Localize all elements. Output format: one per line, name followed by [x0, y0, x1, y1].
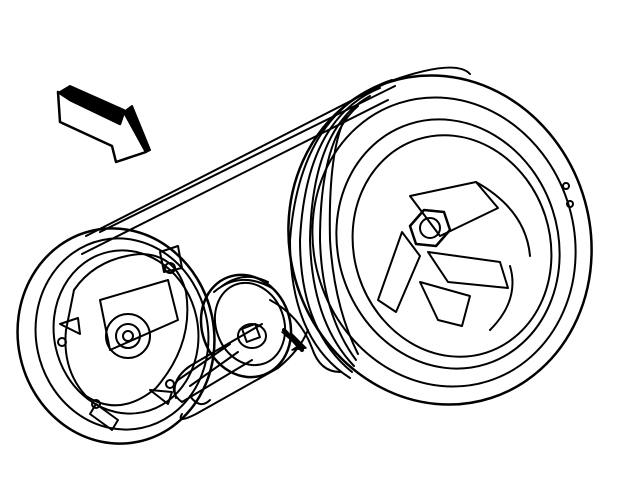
crankshaft-pulley: [287, 74, 593, 406]
small-tensioner-arrow: [281, 328, 307, 352]
tensioner-arm: [172, 343, 253, 406]
large-direction-arrow: [56, 85, 151, 164]
compressor-clutch-pulley: [16, 227, 216, 445]
belt-tensioner-pulley: [199, 273, 293, 379]
